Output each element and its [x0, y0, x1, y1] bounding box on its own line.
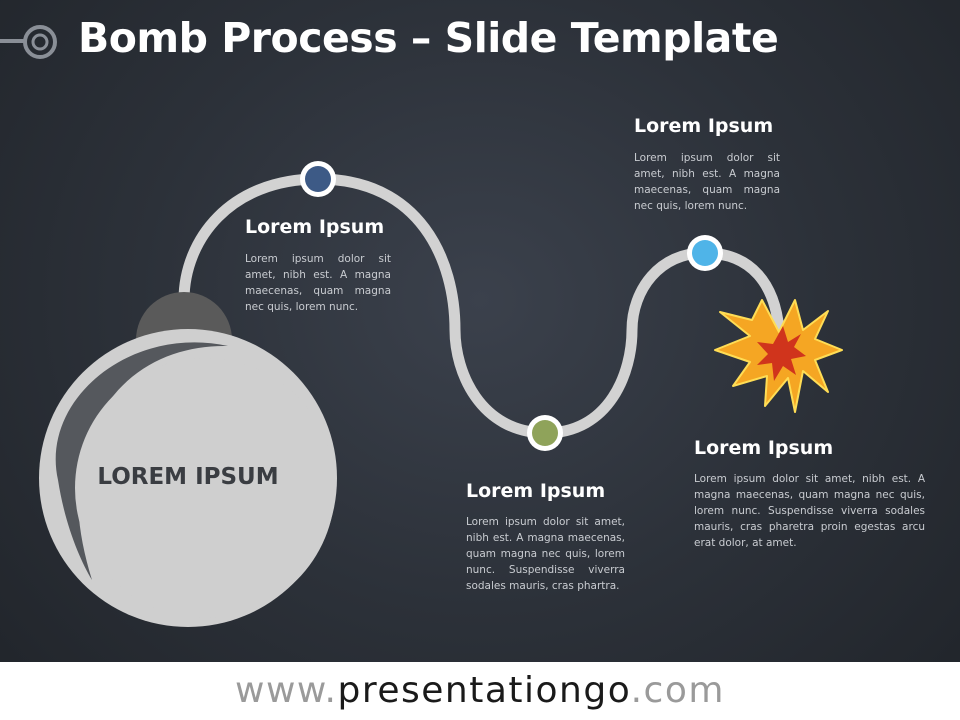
footer-prefix: www.	[235, 670, 338, 711]
title-ring-icon	[0, 25, 57, 59]
bomb-label: LOREM IPSUM	[97, 464, 279, 490]
step-2-heading: Lorem Ipsum	[466, 480, 606, 502]
bomb-cap	[136, 292, 232, 340]
step-1-heading: Lorem Ipsum	[245, 216, 385, 238]
bomb-process-diagram	[0, 25, 843, 627]
slide: Bomb Process – Slide Template LOREM IPSU…	[0, 0, 960, 662]
explosion-core-icon	[757, 326, 806, 381]
step-3-body: Lorem ipsum dolor sit amet, nibh est. A …	[634, 152, 780, 212]
step-4-heading: Lorem Ipsum	[694, 437, 834, 459]
step-2-marker-dot	[532, 420, 558, 446]
step-4-body: Lorem ipsum dolor sit amet, nibh est. A …	[694, 473, 925, 549]
slide-title: Bomb Process – Slide Template	[78, 14, 779, 62]
bomb-highlight	[55, 342, 228, 580]
footer-suffix: .com	[630, 670, 725, 711]
step-2-body: Lorem ipsum dolor sit amet, nibh est. A …	[466, 516, 625, 592]
bomb-inner-disc	[75, 358, 335, 618]
footer-brand: presentationgo	[337, 670, 631, 711]
step-3-heading: Lorem Ipsum	[634, 115, 774, 137]
step-1-body: Lorem ipsum dolor sit amet, nibh est. A …	[245, 253, 391, 313]
step-1-marker-dot	[305, 166, 331, 192]
step-3-marker-dot	[692, 240, 718, 266]
footer-url[interactable]: www.presentationgo.com	[0, 662, 960, 720]
